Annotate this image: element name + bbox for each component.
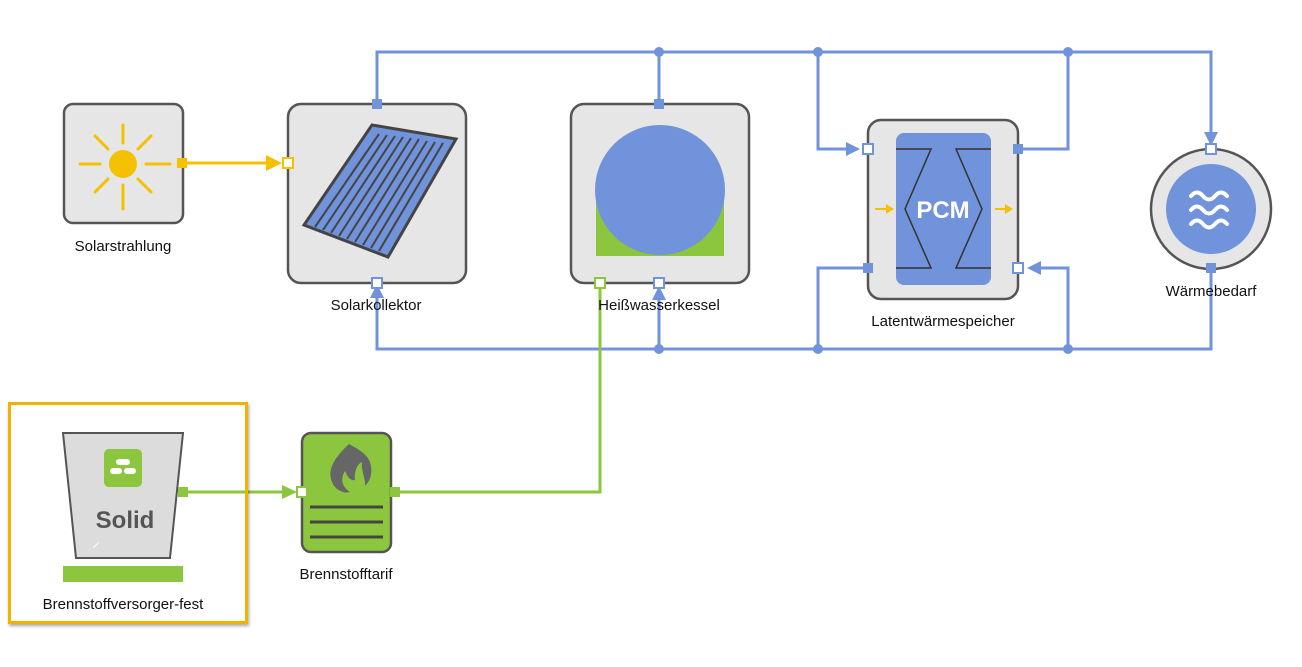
storage-top-right-pipe xyxy=(1018,52,1070,151)
fuel-lines xyxy=(187,284,602,499)
tariff-lines xyxy=(310,505,383,539)
storage-top-right-port xyxy=(1013,144,1023,154)
supplier-label: Brennstoffversorger-fest xyxy=(42,596,204,613)
pipe-junctions xyxy=(654,47,1073,354)
boiler-label: Heißwasserkessel xyxy=(598,297,720,314)
collector-bottom-port xyxy=(371,277,383,289)
boiler-component[interactable] xyxy=(569,99,751,289)
boiler-tank-icon xyxy=(595,125,725,256)
solar-panel-icon xyxy=(301,123,459,259)
flame-icon xyxy=(330,444,372,493)
storage-bottom-left-pipe xyxy=(816,266,868,349)
blue-arrowheads xyxy=(370,132,1218,300)
tariff-label: Brennstofftarif xyxy=(299,566,393,583)
blue-pipe-network xyxy=(375,50,1213,351)
storage-bottom-right-port xyxy=(1012,262,1024,274)
supplier-output-port xyxy=(178,487,188,497)
solid-badge: Solid xyxy=(96,507,155,534)
storage-component[interactable]: PCM xyxy=(862,118,1024,301)
tariff-output-port xyxy=(390,487,400,497)
solar-radiation-line xyxy=(186,155,282,171)
tariff-input-port xyxy=(296,486,308,498)
boiler-top-port xyxy=(654,99,664,109)
storage-top-left-port xyxy=(862,143,874,155)
boiler-bottom-port xyxy=(653,277,665,289)
collector-label: Solarkollektor xyxy=(330,297,422,314)
sun-icon xyxy=(78,123,172,211)
supplier-component[interactable]: Solid xyxy=(61,432,188,582)
collector-top-port xyxy=(372,99,382,109)
boiler-fuel-port xyxy=(594,277,606,289)
selection-frame xyxy=(8,402,248,624)
sun-output-port xyxy=(177,158,187,168)
tariff-component[interactable] xyxy=(296,431,400,554)
collector-input-port xyxy=(282,157,294,169)
pcm-heat-exchanger-icon: PCM xyxy=(875,133,1013,285)
bottom-return-line xyxy=(375,268,1213,351)
storage-label: Latentwärmespeicher xyxy=(871,313,1015,330)
storage-bottom-right-pipe xyxy=(1030,266,1070,349)
pcm-badge: PCM xyxy=(916,197,969,224)
demand-component[interactable] xyxy=(1149,143,1273,273)
storage-top-left-pipe xyxy=(816,52,858,151)
fuel-bin-icon xyxy=(104,449,142,487)
demand-bottom-port xyxy=(1206,263,1216,273)
storage-bottom-left-port xyxy=(863,263,873,273)
heat-waves-icon xyxy=(1189,190,1229,230)
demand-top-port xyxy=(1205,143,1217,155)
collector-component[interactable] xyxy=(282,99,468,289)
sun-label: Solarstrahlung xyxy=(74,238,172,255)
demand-label: Wärmebedarf xyxy=(1165,283,1257,300)
top-supply-line xyxy=(375,50,1213,138)
sun-component[interactable] xyxy=(62,102,187,225)
